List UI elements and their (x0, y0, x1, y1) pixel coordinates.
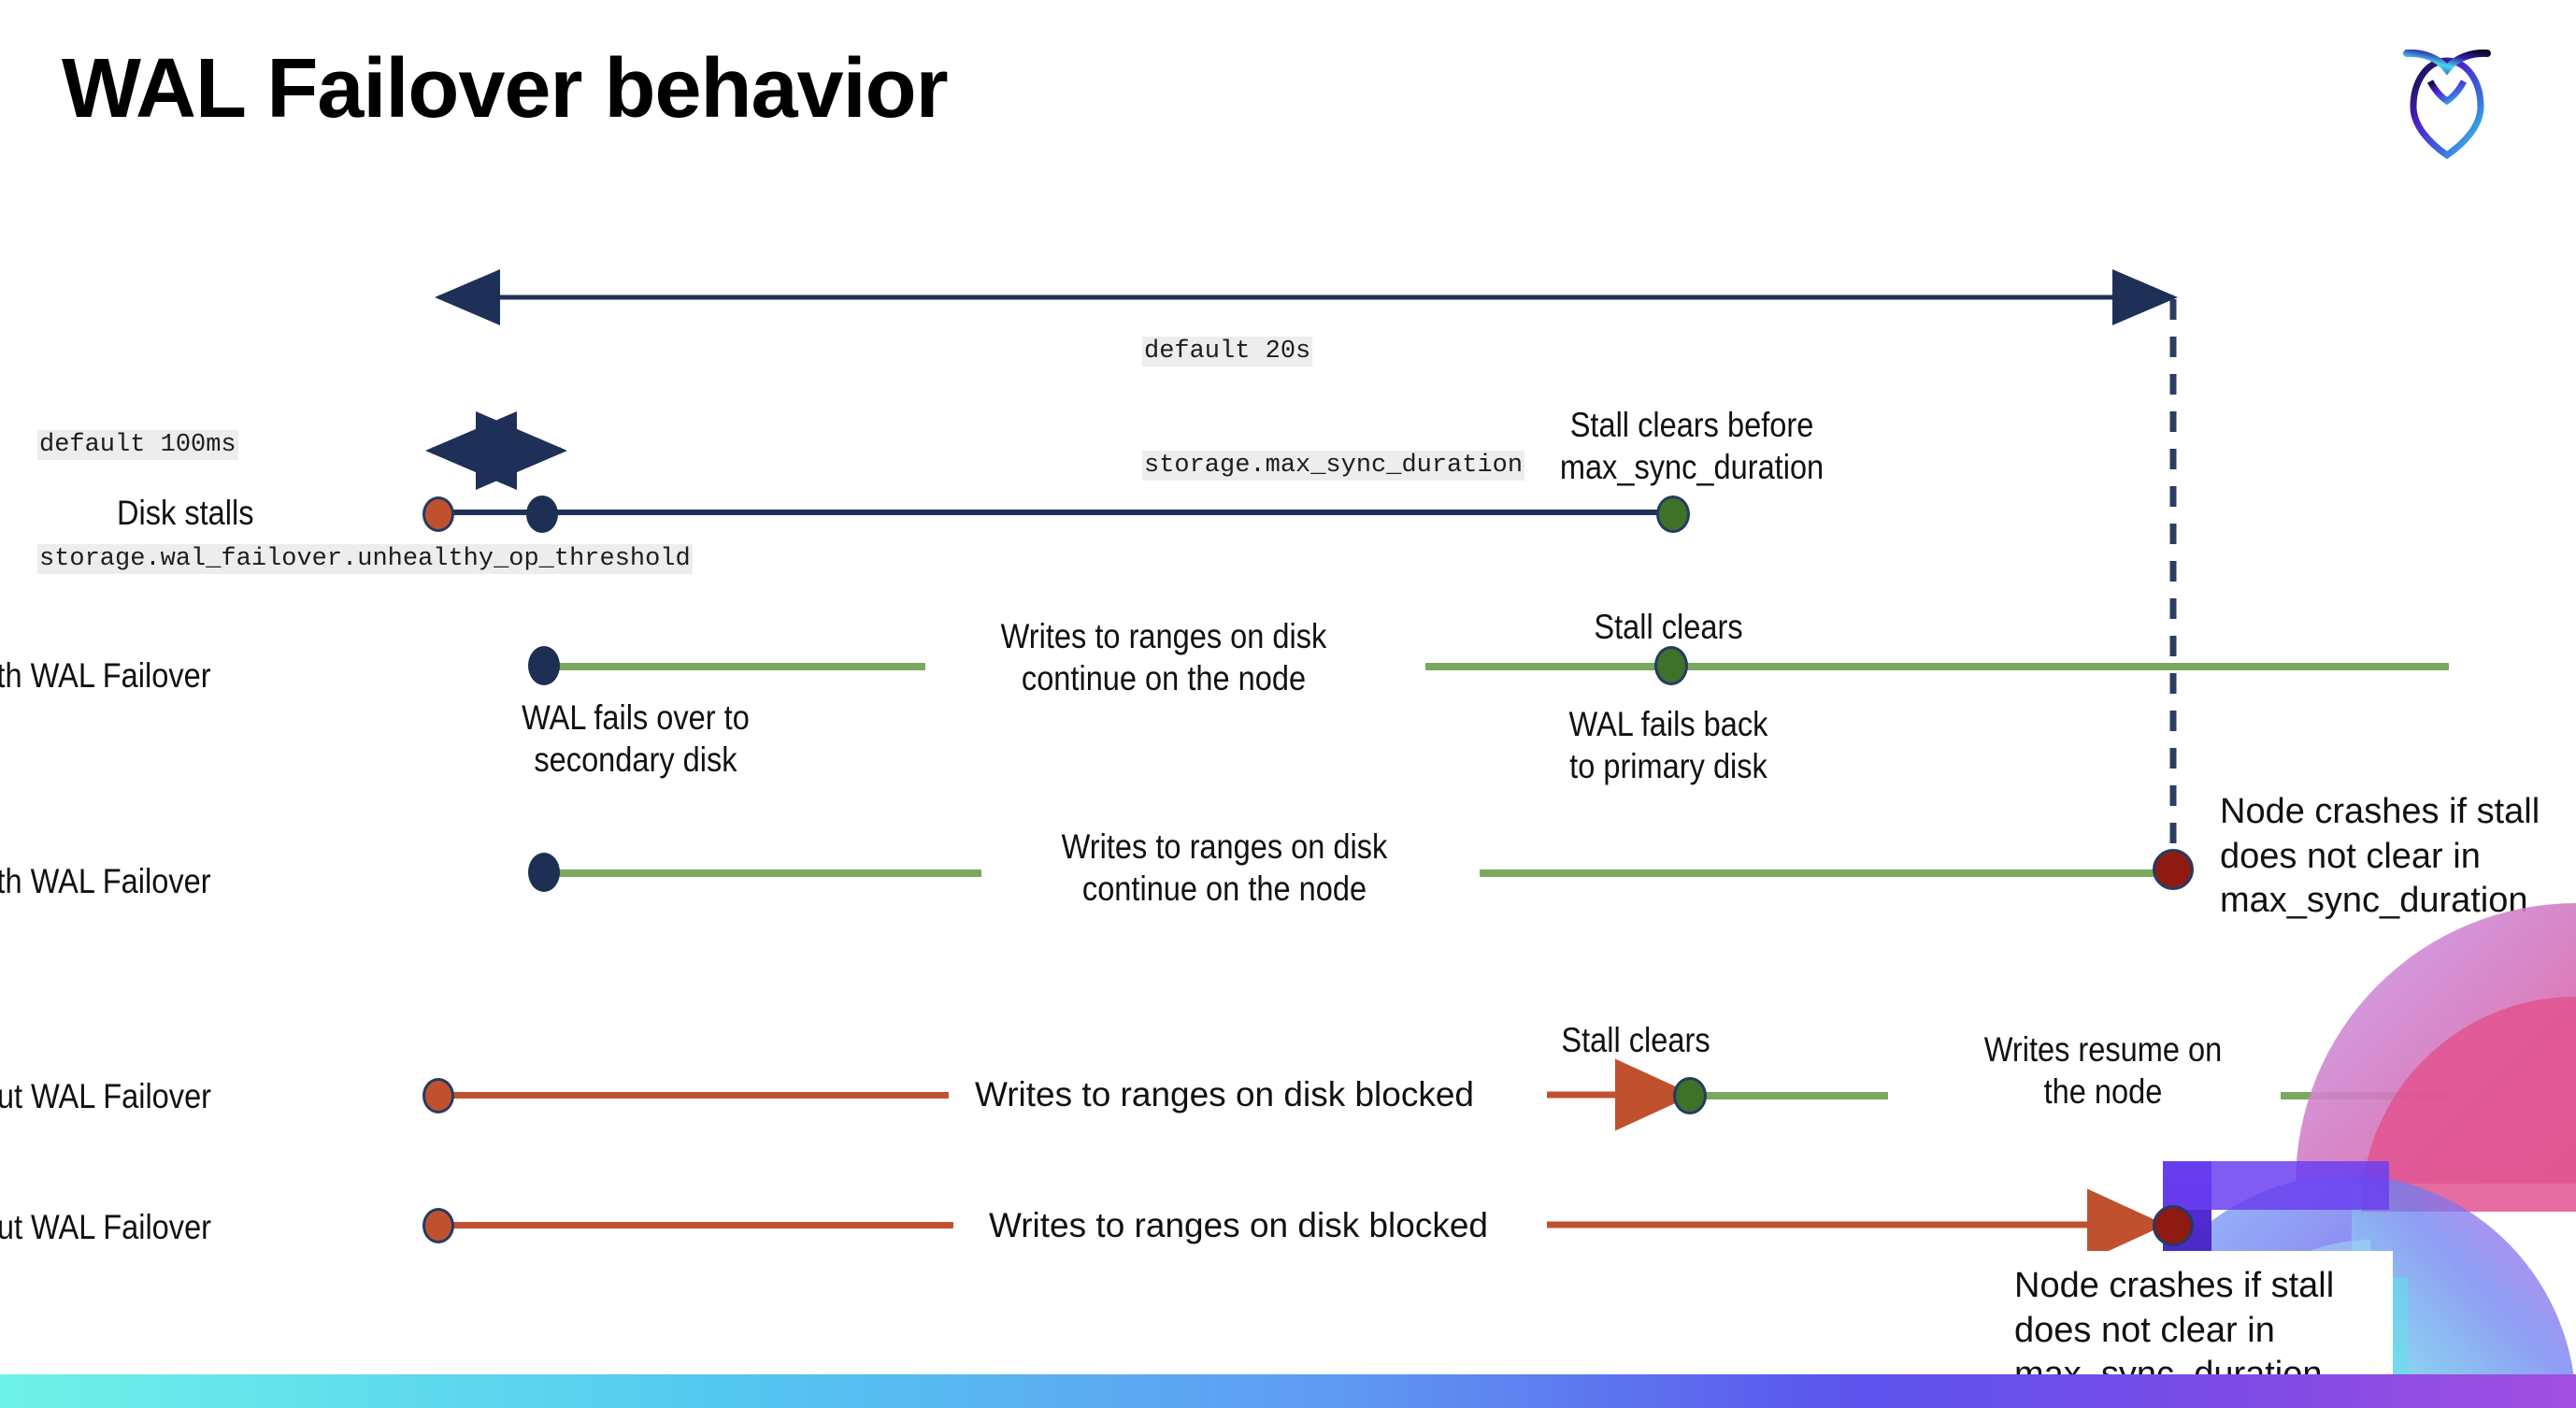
row-label-without-wal-failover-1: Without WAL Failover (0, 1077, 211, 1115)
writes-resume-track-row4b (2281, 1092, 2449, 1099)
stall-start-dot-row1 (422, 496, 454, 532)
row-label-disk-stalls: Disk stalls (117, 494, 254, 532)
writes-blocked-track-row4 (439, 1092, 949, 1099)
note-writes-blocked-row5: Writes to ranges on disk blocked (988, 1206, 1489, 1244)
unhealthy-op-threshold-annotation: default 100ms storage.wal_failover.unhea… (37, 351, 693, 654)
note-stall-clears-before-max-sync: Stall clears before max_sync_duration (1559, 406, 1825, 487)
note-writes-continue-row3: Writes to ranges on disk continue on the… (1061, 827, 1388, 909)
note-stall-clears-row2: Stall clears (1594, 608, 1743, 646)
wal-failover-track-right-row2 (1425, 663, 2449, 670)
row-label-without-wal-failover-2: Without WAL Failover (0, 1208, 211, 1246)
row-label-with-wal-failover-1: With WAL Failover (0, 656, 211, 695)
note-stall-clears-row4: Stall clears (1561, 1021, 1710, 1059)
cockroachdb-logo-icon (2382, 28, 2512, 168)
bottom-gradient-bar (0, 1374, 2576, 1408)
unhealthy-default-label: default 100ms (37, 430, 238, 460)
writes-resume-track-row4a (1701, 1092, 1888, 1099)
writes-blocked-track-row5 (439, 1222, 953, 1228)
max-sync-duration-annotation: default 20s storage.max_sync_duration (1142, 257, 1525, 560)
row-label-with-wal-failover-2: With WAL Failover (0, 862, 211, 900)
stall-clear-dot-row4 (1673, 1077, 1707, 1114)
node-crash-dot-row5 (2153, 1205, 2194, 1246)
disk-stall-track (439, 510, 1673, 515)
stall-start-dot-row4 (422, 1078, 454, 1113)
page-title: WAL Failover behavior (62, 42, 949, 136)
note-wal-fails-back-row2: WAL fails back to primary disk (1568, 705, 1768, 786)
note-node-crashes-row3: Node crashes if stall does not clear in … (2220, 792, 2540, 920)
note-wal-fails-over-row2: WAL fails over to secondary disk (522, 698, 750, 780)
max-sync-setting-label: storage.max_sync_duration (1142, 450, 1525, 481)
failover-dot-row3 (528, 853, 560, 892)
wal-failover-track-right-row3 (1480, 869, 2176, 877)
stall-clear-dot-row1 (1656, 496, 1690, 533)
node-crash-dot-row3 (2153, 849, 2194, 890)
unhealthy-setting-label: storage.wal_failover.unhealthy_op_thresh… (37, 543, 693, 574)
failover-dot-row2 (528, 646, 560, 685)
stall-start-dot-row5 (422, 1208, 454, 1243)
stall-clear-dot-row2 (1654, 646, 1688, 685)
wal-failover-track-left-row3 (547, 869, 981, 877)
note-writes-blocked-row4: Writes to ranges on disk blocked (974, 1075, 1475, 1113)
note-writes-resume-row4: Writes resume on the node (1983, 1030, 2223, 1112)
failover-dot-row1 (526, 496, 558, 533)
max-sync-default-label: default 20s (1142, 337, 1313, 366)
wal-failover-track-left-row2 (547, 663, 925, 670)
note-writes-continue-row2: Writes to ranges on disk continue on the… (1000, 617, 1327, 698)
